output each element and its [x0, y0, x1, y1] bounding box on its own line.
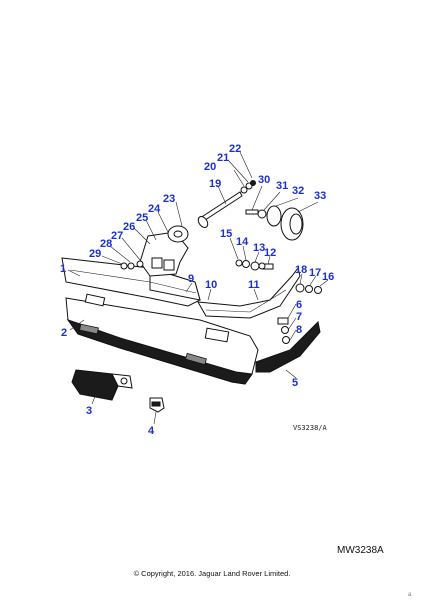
callout-3: 3	[86, 405, 92, 417]
callout-labels: 1 2 3 4 5 6 7 8 9 10 11 12 13 14 15 16 1…	[60, 143, 334, 437]
long-bolt-shaft	[197, 180, 256, 228]
callout-25: 25	[136, 212, 148, 224]
callout-7: 7	[296, 311, 302, 323]
callout-8: 8	[296, 324, 302, 336]
callout-33: 33	[314, 190, 326, 202]
callout-14: 14	[236, 236, 249, 248]
callout-31: 31	[276, 180, 288, 192]
callout-10: 10	[205, 279, 217, 291]
callout-27: 27	[111, 230, 123, 242]
callout-16: 16	[322, 271, 334, 283]
lower-main-bumper	[65, 293, 259, 385]
callout-28: 28	[100, 238, 112, 250]
callout-26: 26	[123, 221, 135, 233]
callout-21: 21	[217, 152, 229, 164]
callout-30: 30	[258, 174, 270, 186]
fixings-16-18	[295, 283, 322, 294]
bolts-and-washers-12-15	[235, 259, 274, 271]
drawing-reference-code: VS3238/A	[293, 424, 327, 432]
mounting-bracket	[71, 369, 133, 401]
callout-2: 2	[61, 327, 67, 339]
callout-9: 9	[188, 273, 194, 285]
callout-4: 4	[148, 425, 155, 437]
callout-6: 6	[296, 299, 302, 311]
callout-15: 15	[220, 228, 232, 240]
callout-18: 18	[295, 264, 307, 276]
callout-5: 5	[292, 377, 298, 389]
leader-lines	[67, 151, 329, 425]
callout-12: 12	[264, 247, 276, 259]
corner-mark: a	[408, 592, 412, 598]
clip	[149, 397, 165, 413]
callout-22: 22	[229, 143, 241, 155]
callout-24: 24	[148, 203, 161, 215]
side-corner-piece	[255, 320, 321, 373]
callout-23: 23	[163, 193, 175, 205]
callout-32: 32	[292, 185, 304, 197]
drawing-code: MW3238A	[337, 545, 384, 556]
callout-29: 29	[89, 248, 101, 260]
callout-20: 20	[204, 161, 216, 173]
callout-19: 19	[209, 178, 221, 190]
callout-11: 11	[248, 279, 260, 291]
upper-side-finisher	[197, 266, 301, 319]
centre-bracket-assembly	[120, 225, 189, 277]
callout-1: 1	[60, 263, 66, 275]
copyright-notice: © Copyright, 2016. Jaguar Land Rover Lim…	[133, 569, 291, 578]
bolt-and-rubber-discs	[245, 205, 304, 241]
callout-17: 17	[309, 267, 321, 279]
fixings-6-8	[277, 317, 290, 344]
callout-13: 13	[253, 242, 265, 254]
